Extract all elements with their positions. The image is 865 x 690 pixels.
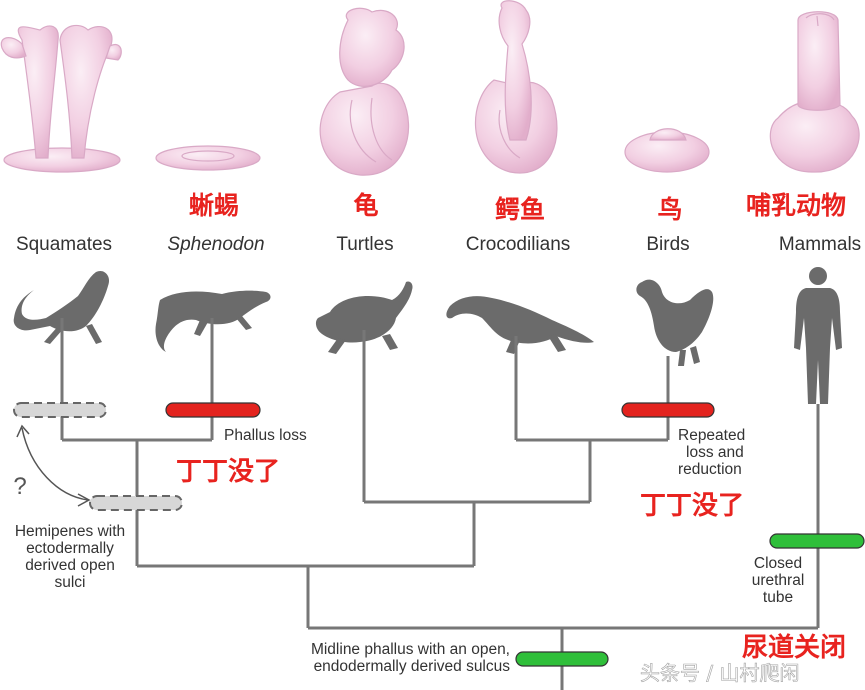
taxon-label-sphenodon: Sphenodon <box>167 234 264 255</box>
phylogenetic-tree <box>60 318 820 690</box>
midline-phallus-bar <box>515 651 609 667</box>
hemipenes-label-3: derived open <box>25 557 115 574</box>
midline-label-1: Midline phallus with an open, <box>311 641 510 658</box>
bird-phallus-illustration <box>624 128 710 173</box>
cn-label-birds: 鸟 <box>657 195 682 224</box>
cn-loss-label-1: 丁丁没了 <box>176 457 280 487</box>
dashed-bar-squamates <box>13 402 107 418</box>
crocodilian-phallus-illustration <box>474 0 558 174</box>
cn-label-sphenodon: 蜥蜴 <box>189 191 239 220</box>
turtle-silhouette <box>315 281 413 354</box>
closed-urethral-label-1: Closed <box>754 555 802 572</box>
crocodile-silhouette <box>446 296 594 354</box>
taxon-label-turtles: Turtles <box>336 234 393 255</box>
lizard-silhouette <box>13 270 110 344</box>
phallus-loss-bar-sphenodon <box>165 402 261 418</box>
taxon-label-birds: Birds <box>646 234 689 255</box>
uncertain-origin-arrow <box>16 424 91 507</box>
taxon-label-crocodilians: Crocodilians <box>466 234 571 255</box>
cn-loss-label-2: 丁丁没了 <box>640 491 744 521</box>
chinese-labels: 蜥蜴 龟 鳄鱼 鸟 哺乳动物 <box>189 191 846 224</box>
cn-label-turtles: 龟 <box>353 191 378 220</box>
hemipenes-label-1: Hemipenes with <box>15 523 125 540</box>
cn-urethra-label: 尿道关闭 <box>742 632 846 663</box>
squamate-hemipenes-illustration <box>0 24 122 173</box>
closed-urethral-label-3: tube <box>763 589 793 606</box>
chinese-annotations: 丁丁没了 丁丁没了 尿道关闭 <box>176 457 846 663</box>
repeated-loss-label-2: loss and <box>686 444 744 461</box>
animal-silhouettes <box>13 267 842 404</box>
closed-urethral-label-2: urethral <box>752 572 805 589</box>
midline-label-2: endodermally derived sulcus <box>314 658 511 675</box>
cn-label-mammals: 哺乳动物 <box>746 191 846 220</box>
phallus-loss-label: Phallus loss <box>224 427 307 444</box>
watermark-text: 头条号 / 山村爬闲 <box>640 661 799 685</box>
question-mark: ? <box>13 473 26 500</box>
hemipenes-label-4: sulci <box>54 574 85 591</box>
taxon-label-mammals: Mammals <box>779 234 861 255</box>
taxon-labels: Squamates Sphenodon Turtles Crocodilians… <box>16 234 861 255</box>
mammal-phallus-illustration <box>769 11 860 173</box>
hemipenes-label-2: ectodermally <box>26 540 114 557</box>
repeated-loss-label-3: reduction <box>678 461 742 478</box>
annotations: Phallus loss Repeated loss and reduction… <box>15 427 804 675</box>
cn-label-crocodilians: 鳄鱼 <box>495 195 545 224</box>
human-silhouette <box>794 267 842 404</box>
phallus-illustrations <box>0 0 860 176</box>
character-bars <box>13 402 865 667</box>
rooster-silhouette <box>636 279 714 366</box>
sphenodon-illustration <box>155 145 261 171</box>
dashed-bar-hemipenes <box>89 495 183 511</box>
phallus-loss-bar-birds <box>621 402 715 418</box>
repeated-loss-label-1: Repeated <box>678 427 745 444</box>
taxon-label-squamates: Squamates <box>16 234 112 255</box>
turtle-phallus-illustration <box>319 7 410 176</box>
closed-urethra-bar <box>769 533 865 549</box>
